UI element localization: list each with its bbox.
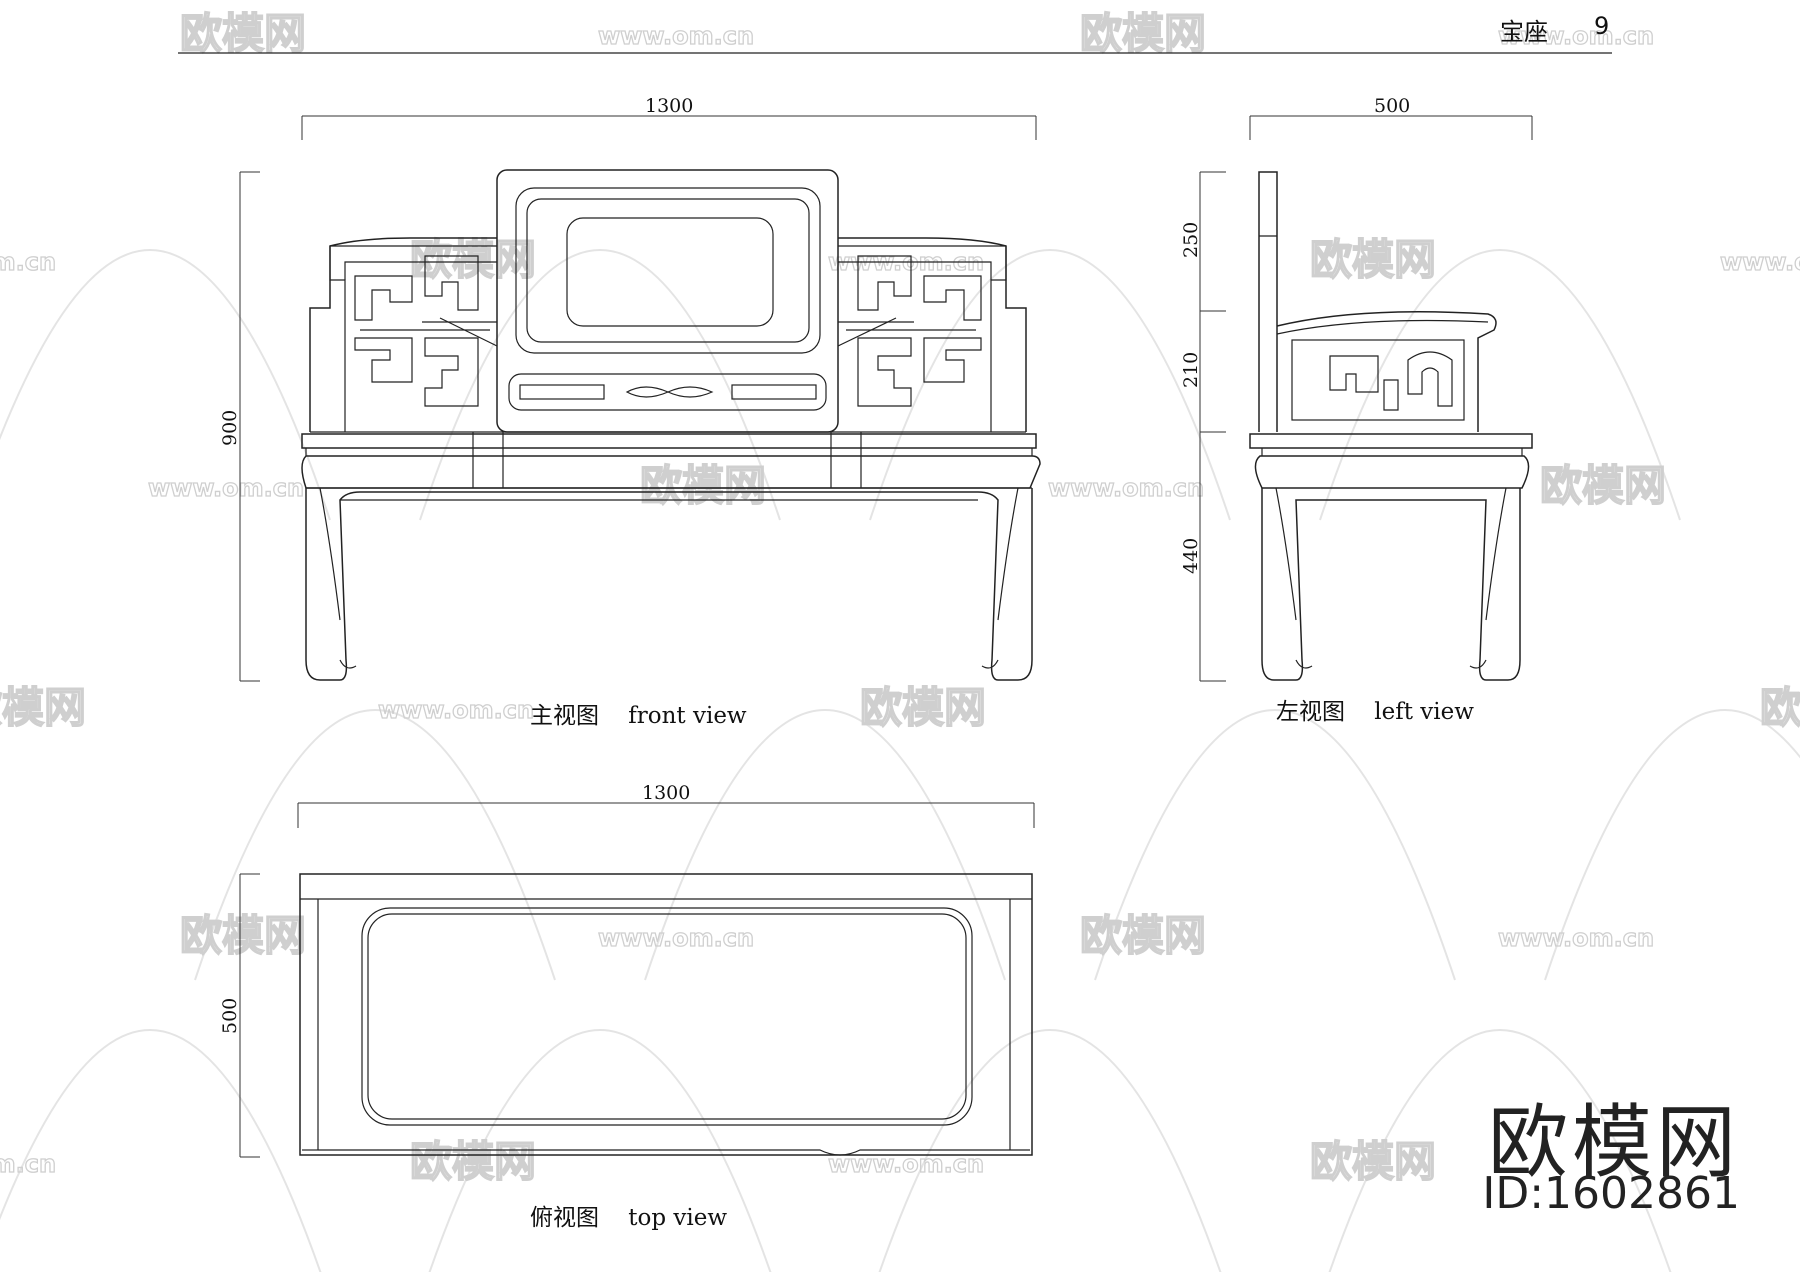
sheet-title: 宝座 (1500, 18, 1548, 46)
front-view-caption: 主视图 front view (530, 703, 747, 729)
left-back-height-value: 250 (1180, 222, 1202, 258)
watermark-brand: 欧模网 (410, 1137, 536, 1186)
left-depth-dimension: 500 (1249, 95, 1533, 140)
front-height-dimension: 900 (219, 171, 260, 682)
top-depth-dimension: 500 (219, 873, 260, 1158)
watermark-url-texts: www.om.cn www.om.cn www.om.cn www.om.cn … (0, 21, 1800, 1178)
front-width-value: 1300 (645, 95, 693, 117)
watermark-url: www.om.cn (148, 474, 304, 502)
watermark-url: www.om.cn (0, 1150, 56, 1178)
top-width-dimension: 1300 (297, 782, 1035, 828)
watermark-url: www.om.cn (1498, 924, 1654, 952)
watermark-brand: 欧模网 (860, 683, 986, 732)
watermark-url: www.om.cn (1720, 248, 1800, 276)
watermark-brand: 欧模网 (180, 911, 306, 960)
watermark-url: www.om.cn (1498, 22, 1654, 50)
watermark-pattern (0, 249, 1800, 1272)
left-seat-height-value: 440 (1180, 538, 1202, 574)
watermark-brand: 欧模网 (1080, 9, 1206, 58)
top-view-drawing: 1300 500 (219, 782, 1035, 1158)
top-depth-value: 500 (219, 998, 241, 1034)
brand-logo-text: 欧模网 (1488, 1096, 1740, 1189)
watermark-brand: 欧模网 (1760, 683, 1800, 732)
page-number: 9 (1594, 12, 1610, 40)
front-view-drawing: 1300 900 (219, 95, 1041, 682)
front-height-value: 900 (219, 410, 241, 446)
watermark-url: www.om.cn (0, 248, 56, 276)
top-width-value: 1300 (642, 782, 690, 804)
watermark-brand: 欧模网 (1310, 1137, 1436, 1186)
watermark-url: www.om.cn (378, 696, 534, 724)
watermark-url: www.om.cn (828, 1150, 984, 1178)
watermark-brand: 欧模网 (640, 461, 766, 510)
watermark-brand-texts: 欧模网 欧模网 欧模网 欧模网 欧模网 欧模网 欧模网 欧模网 欧模网 欧模网 … (0, 8, 1800, 1187)
watermark-url: www.om.cn (1048, 474, 1204, 502)
watermark-brand: 欧模网 (1540, 461, 1666, 510)
watermark-url: www.om.cn (598, 924, 754, 952)
top-view-caption: 俯视图 top view (530, 1205, 728, 1231)
model-id: ID:1602861 (1482, 1168, 1740, 1219)
watermark-brand: 欧模网 (410, 235, 536, 284)
front-width-dimension: 1300 (301, 95, 1037, 140)
left-view-drawing: 500 250 210 440 (1180, 95, 1533, 682)
watermark-brand: 欧模网 (1310, 235, 1436, 284)
watermark-url: www.om.cn (598, 22, 754, 50)
left-height-dimensions: 250 210 440 (1180, 171, 1226, 682)
watermark-brand: 欧模网 (180, 9, 306, 58)
watermark-brand: 欧模网 (1080, 911, 1206, 960)
left-view-caption: 左视图 left view (1276, 699, 1474, 725)
watermark-brand: 欧模网 (0, 683, 86, 732)
left-depth-value: 500 (1374, 95, 1410, 117)
left-arm-height-value: 210 (1180, 352, 1202, 388)
